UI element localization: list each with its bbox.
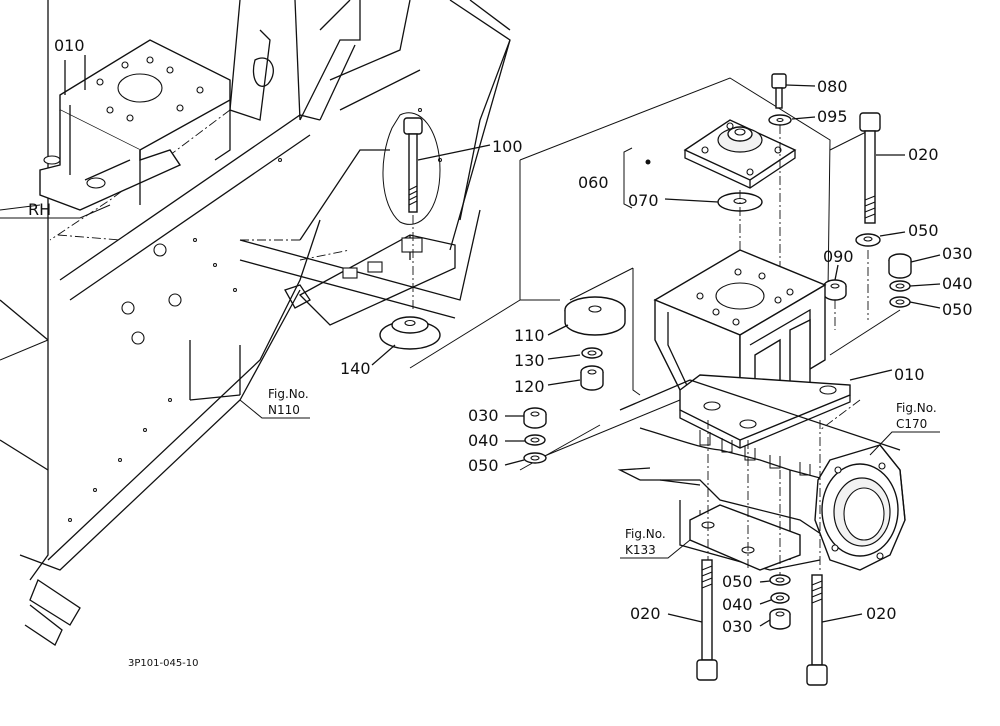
frame-structure (0, 0, 511, 646)
callout-020-top: 020 (908, 145, 939, 164)
svg-text:C170: C170 (896, 417, 927, 431)
group-bracket-060 (623, 147, 633, 209)
cushion-140 (371, 316, 441, 366)
transmission-housing (617, 379, 906, 571)
drawing-code: 3P101-045-10 (128, 658, 199, 669)
fig-ref-n110: Fig.No. N110 (239, 387, 310, 419)
bolt-020-left (667, 559, 718, 681)
washer-070 (664, 192, 763, 212)
rh-indicator-line (0, 204, 111, 219)
callout-020-right-bolt: 020 (866, 604, 897, 623)
side-label-rh: RH (28, 200, 51, 219)
callout-030-right: 030 (942, 244, 973, 263)
nut-090 (823, 264, 847, 301)
bolt-020-top (859, 112, 905, 224)
svg-text:Fig.No.: Fig.No. (268, 387, 309, 401)
svg-text:K133: K133 (625, 543, 656, 557)
callout-050-lower: 050 (722, 572, 753, 591)
callout-040-left: 040 (468, 431, 499, 450)
main-mount-bracket-010 (653, 249, 893, 449)
callout-130: 130 (514, 351, 545, 370)
callout-030-lower: 030 (722, 617, 753, 636)
fastener-stack-right (888, 253, 941, 309)
callout-040-right: 040 (942, 274, 973, 293)
callout-100: 100 (492, 137, 523, 156)
callout-030-left: 030 (468, 406, 499, 425)
callout-070: 070 (628, 191, 659, 210)
callout-050-right: 050 (942, 300, 973, 319)
fig-ref-c170: Fig.No. C170 (869, 401, 940, 456)
callout-110: 110 (514, 326, 545, 345)
callout-050-top: 050 (908, 221, 939, 240)
callout-095: 095 (817, 107, 848, 126)
group-dot (645, 159, 651, 165)
cushion-110 (547, 296, 626, 336)
callout-010-main-bracket: 010 (894, 365, 925, 384)
svg-text:N110: N110 (268, 403, 300, 417)
fig-ref-k133: Fig.No. K133 (620, 527, 691, 559)
callout-060: 060 (578, 173, 609, 192)
bolt-080 (771, 73, 816, 109)
callout-010-rh-bracket: 010 (54, 36, 85, 55)
washer-050-top (855, 231, 906, 247)
svg-text:Fig.No.: Fig.No. (896, 401, 937, 415)
callout-040-lower: 040 (722, 595, 753, 614)
isolator-mount-060 (683, 119, 797, 189)
callout-050-left: 050 (468, 456, 499, 475)
callout-090: 090 (823, 247, 854, 266)
fastener-stack-lower (769, 574, 791, 630)
fastener-stack-left (523, 407, 547, 464)
callout-140: 140 (340, 359, 371, 378)
nut-120 (547, 365, 604, 391)
bolt-020-right (806, 574, 863, 686)
callout-020-left-bolt: 020 (630, 604, 661, 623)
callout-120: 120 (514, 377, 545, 396)
panel-outline (519, 77, 831, 291)
callout-080: 080 (817, 77, 848, 96)
bolt-100-assembly (382, 112, 491, 310)
rh-mount-bracket (39, 39, 231, 211)
washer-130 (547, 347, 603, 360)
svg-text:Fig.No.: Fig.No. (625, 527, 666, 541)
